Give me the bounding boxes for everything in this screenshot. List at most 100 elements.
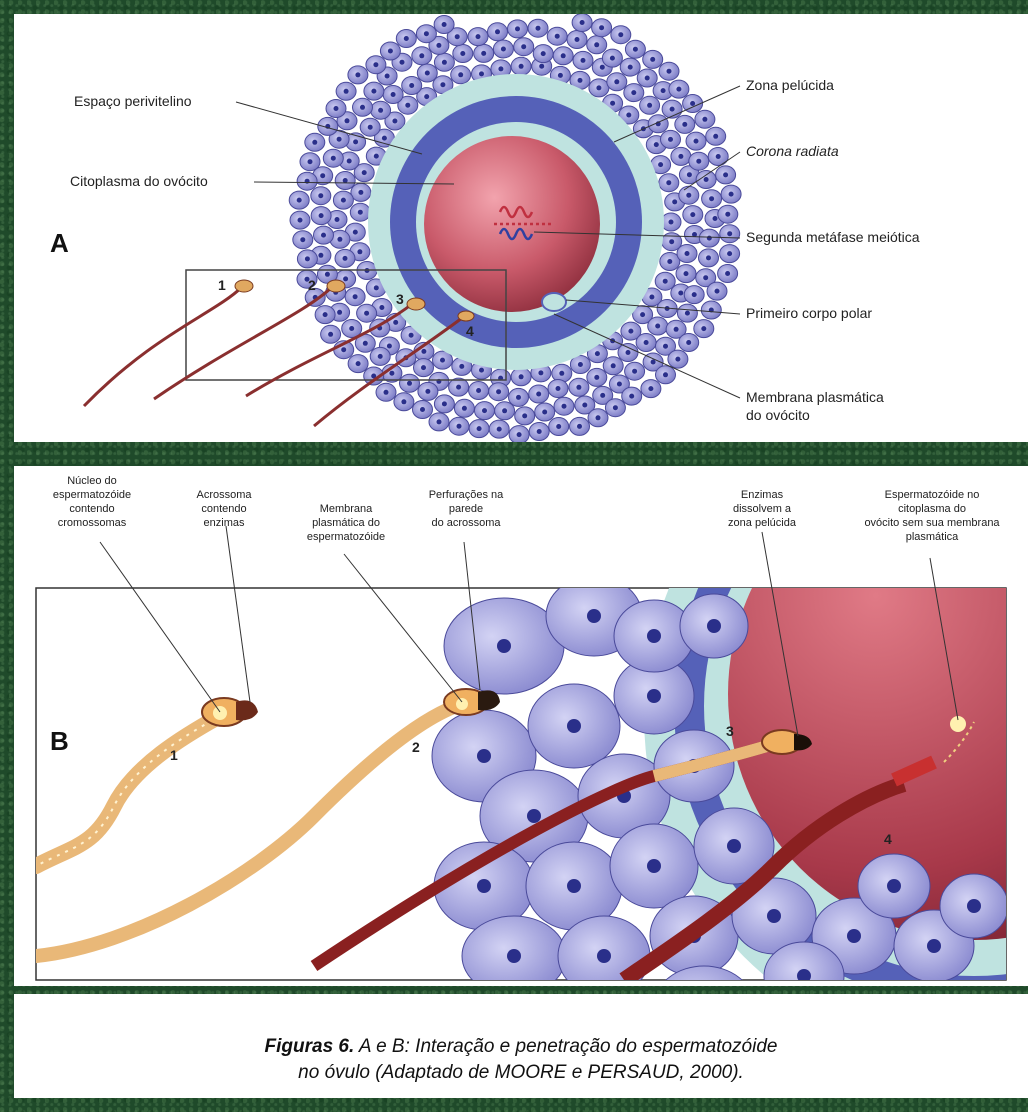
- cell-nucleus: [567, 879, 581, 893]
- cell-nucleus: [392, 119, 397, 124]
- cell-nucleus: [517, 432, 522, 437]
- figure-b-diagram: B 1 2 3 4 Núcleo do espermatozóide conte…: [14, 466, 1028, 986]
- cell-nucleus: [596, 85, 601, 90]
- cell-nucleus: [337, 310, 342, 315]
- cell-nucleus: [519, 64, 524, 69]
- cell-nucleus: [556, 424, 561, 429]
- cell-nucleus: [626, 113, 631, 118]
- cell-nucleus: [419, 53, 424, 58]
- cell-nucleus: [379, 305, 384, 310]
- cell-nucleus: [647, 103, 652, 108]
- label-inside-oocyte: Espermatozóide no citoplasma do ovócito …: [864, 489, 1000, 543]
- cell-nucleus: [400, 60, 405, 65]
- cell-nucleus: [325, 272, 330, 277]
- cell-nucleus: [578, 362, 583, 367]
- cell-nucleus: [709, 196, 714, 201]
- cell-nucleus: [685, 311, 690, 316]
- cell-nucleus: [725, 271, 730, 276]
- sperm-b2-number: 2: [412, 739, 420, 755]
- label-first-polar-body: Primeiro corpo polar: [746, 305, 872, 321]
- cell-nucleus: [707, 236, 712, 241]
- cell-nucleus: [305, 256, 310, 261]
- cell-nucleus: [335, 217, 340, 222]
- cell-nucleus: [702, 117, 707, 122]
- cell-nucleus: [440, 82, 445, 87]
- cell-nucleus: [647, 629, 661, 643]
- cell-nucleus: [362, 170, 367, 175]
- cell-nucleus: [713, 134, 718, 139]
- label-perforations-line3: do acrossoma: [431, 517, 501, 529]
- cell-nucleus: [319, 213, 324, 218]
- cell-nucleus: [409, 333, 414, 338]
- cell-nucleus: [648, 386, 653, 391]
- cell-nucleus: [618, 32, 623, 37]
- sperm-a3-number: 3: [396, 291, 404, 307]
- cell-nucleus: [706, 255, 711, 260]
- cell-nucleus: [353, 139, 358, 144]
- cell-nucleus: [628, 65, 633, 70]
- cell-nucleus: [694, 139, 699, 144]
- cell-nucleus: [460, 51, 465, 56]
- cell-nucleus: [686, 340, 691, 345]
- cell-nucleus: [715, 289, 720, 294]
- cell-nucleus: [696, 159, 701, 164]
- cell-nucleus: [686, 193, 691, 198]
- cell-nucleus: [645, 76, 650, 81]
- cell-nucleus: [614, 79, 619, 84]
- cell-nucleus: [358, 190, 363, 195]
- cell-nucleus: [477, 879, 491, 893]
- cell-nucleus: [927, 939, 941, 953]
- cell-nucleus: [628, 329, 633, 334]
- polar-body: [542, 293, 566, 311]
- cell-nucleus: [328, 332, 333, 337]
- cell-nucleus: [312, 140, 317, 145]
- cell-nucleus: [559, 371, 564, 376]
- cell-nucleus: [337, 137, 342, 142]
- cell-nucleus: [496, 389, 501, 394]
- cell-nucleus: [729, 192, 734, 197]
- cell-nucleus: [356, 361, 361, 366]
- cell-nucleus: [355, 72, 360, 77]
- label-membrane-line1: Membrana plasmática: [746, 389, 884, 405]
- cell-nucleus: [455, 34, 460, 39]
- cell-nucleus: [409, 83, 414, 88]
- sperm-b1-number: 1: [170, 747, 178, 763]
- label-enzymes-line1: Enzimas: [741, 489, 784, 501]
- cell-nucleus: [341, 198, 346, 203]
- cell-nucleus: [374, 285, 379, 290]
- sperm-a1-head: [235, 280, 253, 292]
- cell-nucleus: [331, 156, 336, 161]
- cell-nucleus: [353, 230, 358, 235]
- cell-nucleus: [424, 94, 429, 99]
- figure-a-letter: A: [50, 228, 69, 258]
- sperm-a2-tail: [154, 287, 332, 399]
- cell-nucleus: [421, 349, 426, 354]
- cell-nucleus: [632, 369, 637, 374]
- cell-nucleus: [655, 324, 660, 329]
- cell-nucleus: [610, 101, 615, 106]
- cell-nucleus: [713, 216, 718, 221]
- sperm-a3-head: [407, 298, 425, 310]
- cell-nucleus: [567, 719, 581, 733]
- cell-nucleus: [519, 374, 524, 379]
- cell-nucleus: [476, 388, 481, 393]
- cell-nucleus: [542, 410, 547, 415]
- cell-nucleus: [388, 49, 393, 54]
- cell-nucleus: [578, 78, 583, 83]
- cell-nucleus: [442, 22, 447, 27]
- sperm-b4-number: 4: [884, 831, 892, 847]
- label-acrosome-line1: Acrossoma: [196, 489, 252, 501]
- label-inside-line4: plasmática: [906, 531, 959, 543]
- cell-nucleus: [692, 292, 697, 297]
- cell-nucleus: [538, 370, 543, 375]
- cell-nucleus: [385, 74, 390, 79]
- cell-nucleus: [353, 294, 358, 299]
- cell-nucleus: [661, 88, 666, 93]
- cell-nucleus: [595, 351, 600, 356]
- cell-nucleus: [555, 34, 560, 39]
- cell-nucleus: [967, 899, 981, 913]
- cell-nucleus: [497, 639, 511, 653]
- cell-nucleus: [378, 354, 383, 359]
- label-inside-line3: ovócito sem sua membrana: [864, 517, 1000, 529]
- cell-nucleus: [341, 347, 346, 352]
